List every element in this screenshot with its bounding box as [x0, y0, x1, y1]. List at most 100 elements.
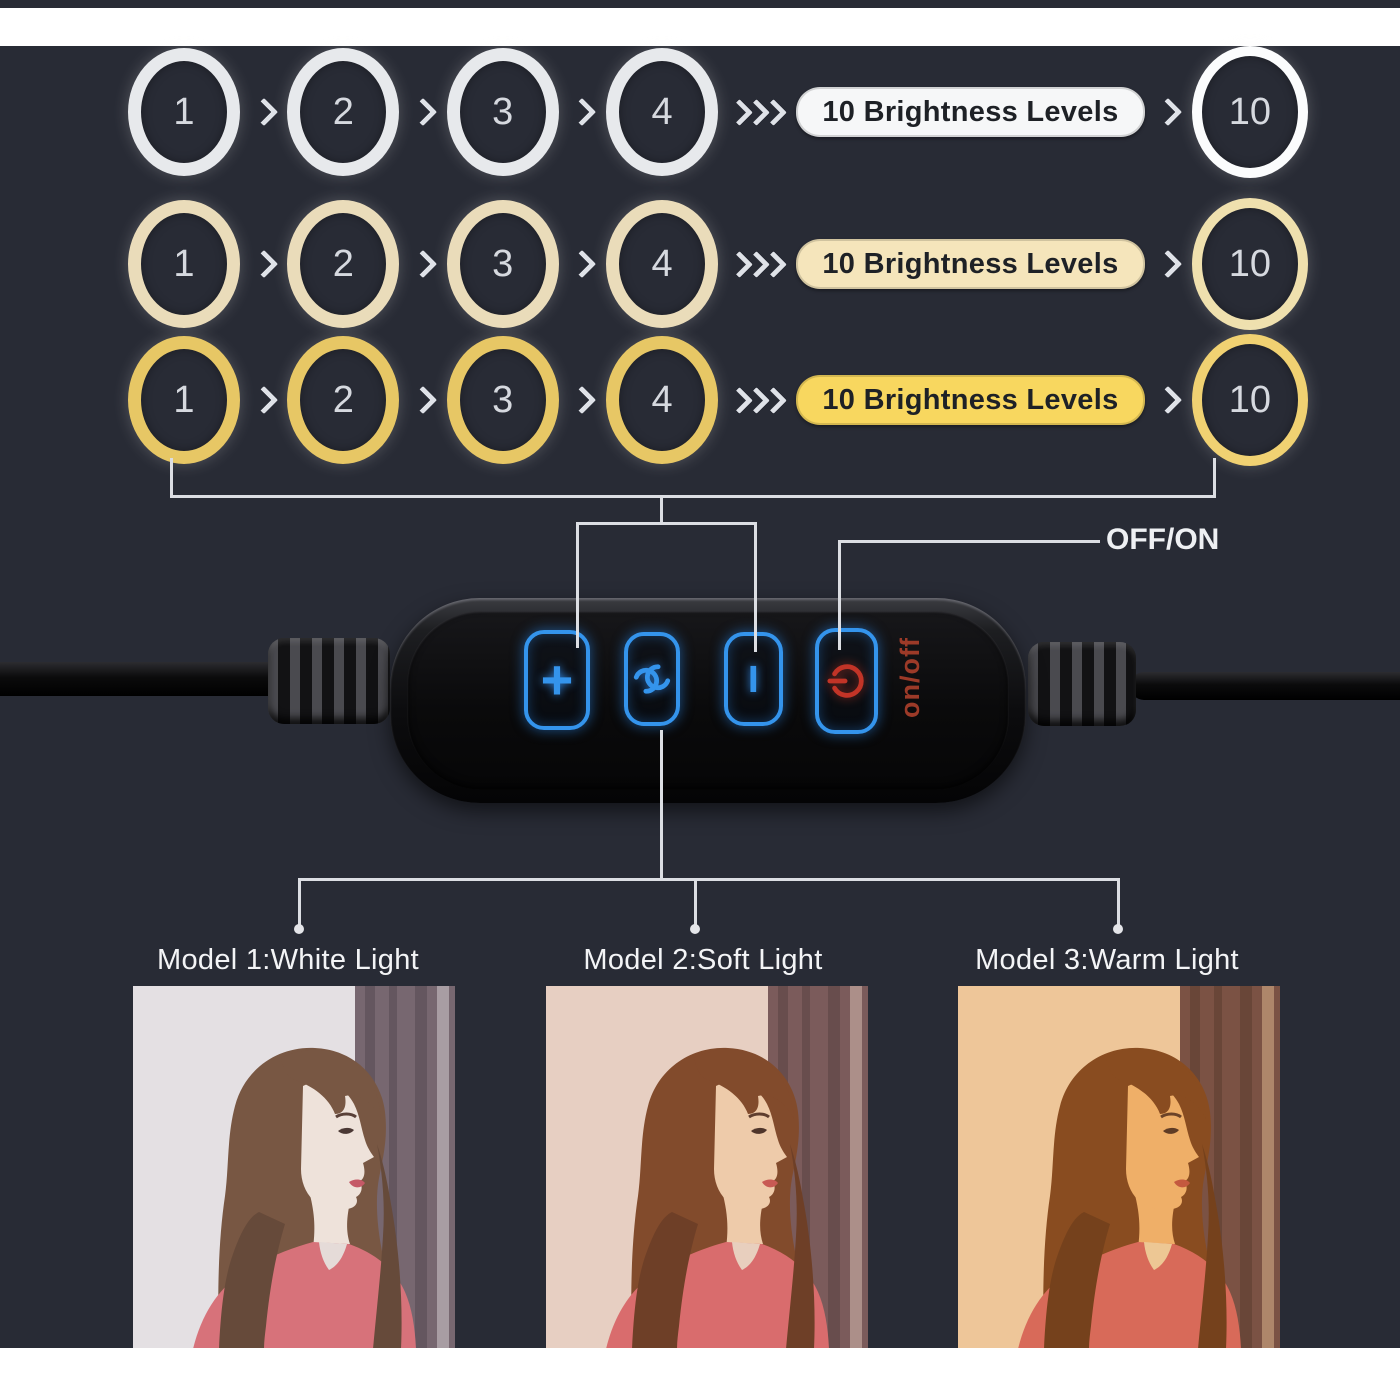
lips — [349, 1179, 365, 1188]
curtain-fold — [1214, 986, 1222, 1348]
bracket-line — [660, 495, 663, 525]
brightness-up-button[interactable]: + — [524, 630, 590, 730]
line-to-plus-button — [576, 522, 579, 648]
shirt-collar — [1144, 1242, 1172, 1270]
curtain-edge-light — [850, 986, 862, 1348]
shirt-collar — [732, 1242, 760, 1270]
drop-line-model-1 — [298, 878, 301, 926]
model-3-label: Model 3:Warm Light — [975, 944, 1239, 976]
badge-label: 10 Brightness Levels — [822, 247, 1119, 280]
curtain-fold — [389, 986, 397, 1348]
eye — [751, 1127, 767, 1134]
drop-line-model-3 — [1117, 878, 1120, 926]
eyebrow — [335, 1112, 357, 1119]
top-letterbox — [0, 8, 1400, 46]
bracket-line — [170, 495, 1216, 498]
portrait-illustration — [546, 986, 868, 1348]
strain-relief-right — [1028, 642, 1136, 726]
ring-level-label: 2 — [332, 91, 354, 133]
photo-warm-light — [958, 986, 1280, 1348]
model-2-label: Model 2:Soft Light — [583, 944, 823, 976]
line-to-minus-button — [754, 522, 757, 652]
hair-fringe — [281, 1049, 381, 1119]
ring-warm-level-10: 10 — [1191, 334, 1308, 466]
ring-level-label: 10 — [1228, 91, 1271, 133]
hair-front-right — [373, 1144, 402, 1348]
badge-label: 10 Brightness Levels — [822, 95, 1119, 128]
ring-level-label: 1 — [173, 243, 195, 285]
curtain-edge-light — [1262, 986, 1274, 1348]
ring-soft-level-10: 10 — [1191, 198, 1308, 330]
eye — [1163, 1127, 1179, 1134]
line-to-offon-label — [838, 540, 1100, 543]
line-from-mode-button — [660, 730, 663, 880]
ring-level-label: 2 — [332, 379, 354, 421]
portrait-illustration — [133, 986, 455, 1348]
bracket-line — [1213, 458, 1216, 498]
model-1-label: Model 1:White Light — [157, 944, 419, 976]
shirt-collar — [319, 1242, 347, 1270]
curtain-fold — [802, 986, 810, 1348]
cable-right — [1130, 672, 1400, 700]
eyebrow — [1160, 1112, 1182, 1119]
pointer-dot — [294, 924, 304, 934]
hair-front-right — [1198, 1144, 1227, 1348]
plus-icon: + — [540, 648, 574, 711]
brightness-levels-badge: 10 Brightness Levels — [796, 87, 1145, 137]
color-cycle-swirl-icon — [633, 664, 671, 694]
hair-fringe — [694, 1049, 794, 1119]
power-button[interactable] — [815, 628, 878, 734]
cable-left — [0, 662, 292, 696]
drop-line-model-2 — [694, 878, 697, 926]
bracket-line — [170, 458, 173, 498]
portrait-illustration — [958, 986, 1280, 1348]
face — [714, 1081, 787, 1210]
hair-front-left — [1044, 1212, 1110, 1348]
curtain-edge-light — [437, 986, 449, 1348]
face — [1126, 1081, 1199, 1210]
ring-level-label: 10 — [1228, 243, 1271, 285]
hair-front-right — [786, 1144, 815, 1348]
eyebrow — [748, 1112, 770, 1119]
pointer-dot — [1113, 924, 1123, 934]
bracket-line — [576, 522, 757, 525]
curtain-fold — [1240, 986, 1252, 1348]
mode-switch-button[interactable] — [624, 632, 680, 726]
hair-fringe — [1106, 1049, 1206, 1119]
ring-level-label: 4 — [651, 379, 673, 421]
photo-white-light — [133, 986, 455, 1348]
pointer-dot — [690, 924, 700, 934]
light-tone-overlay — [546, 986, 868, 1348]
line-to-power-button — [838, 540, 841, 650]
brightness-flow-soft: 1 2 3 4 10 Brightness Levels 10 — [128, 196, 1308, 332]
brightness-levels-badge: 10 Brightness Levels — [796, 375, 1145, 425]
power-icon — [826, 664, 864, 698]
badge-label: 10 Brightness Levels — [822, 383, 1119, 416]
brightness-levels-badge: 10 Brightness Levels — [796, 239, 1145, 289]
ring-white-level-10: 10 — [1191, 46, 1308, 178]
bottom-letterbox — [0, 1348, 1400, 1400]
bottom-bracket-line — [298, 878, 1120, 881]
brightness-flow-white: 1 2 3 4 10 Brightness Levels 10 — [128, 44, 1308, 180]
strain-relief-left — [268, 638, 390, 724]
ring-level-label: 3 — [492, 379, 514, 421]
face — [301, 1081, 374, 1210]
ring-level-label: 1 — [173, 91, 195, 133]
ring-level-label: 3 — [492, 91, 514, 133]
ring-level-label: 4 — [651, 243, 673, 285]
curtain-fold — [415, 986, 427, 1348]
hair-front-left — [632, 1212, 698, 1348]
brightness-flow-warm: 1 2 3 4 10 Brightness Levels 10 — [128, 332, 1308, 468]
brightness-down-button[interactable]: − — [724, 632, 783, 726]
eye — [338, 1127, 354, 1134]
photo-soft-light — [546, 986, 868, 1348]
hair-front-left — [219, 1212, 285, 1348]
lips — [762, 1179, 778, 1188]
ring-level-label: 1 — [173, 379, 195, 421]
curtain-fold — [828, 986, 840, 1348]
